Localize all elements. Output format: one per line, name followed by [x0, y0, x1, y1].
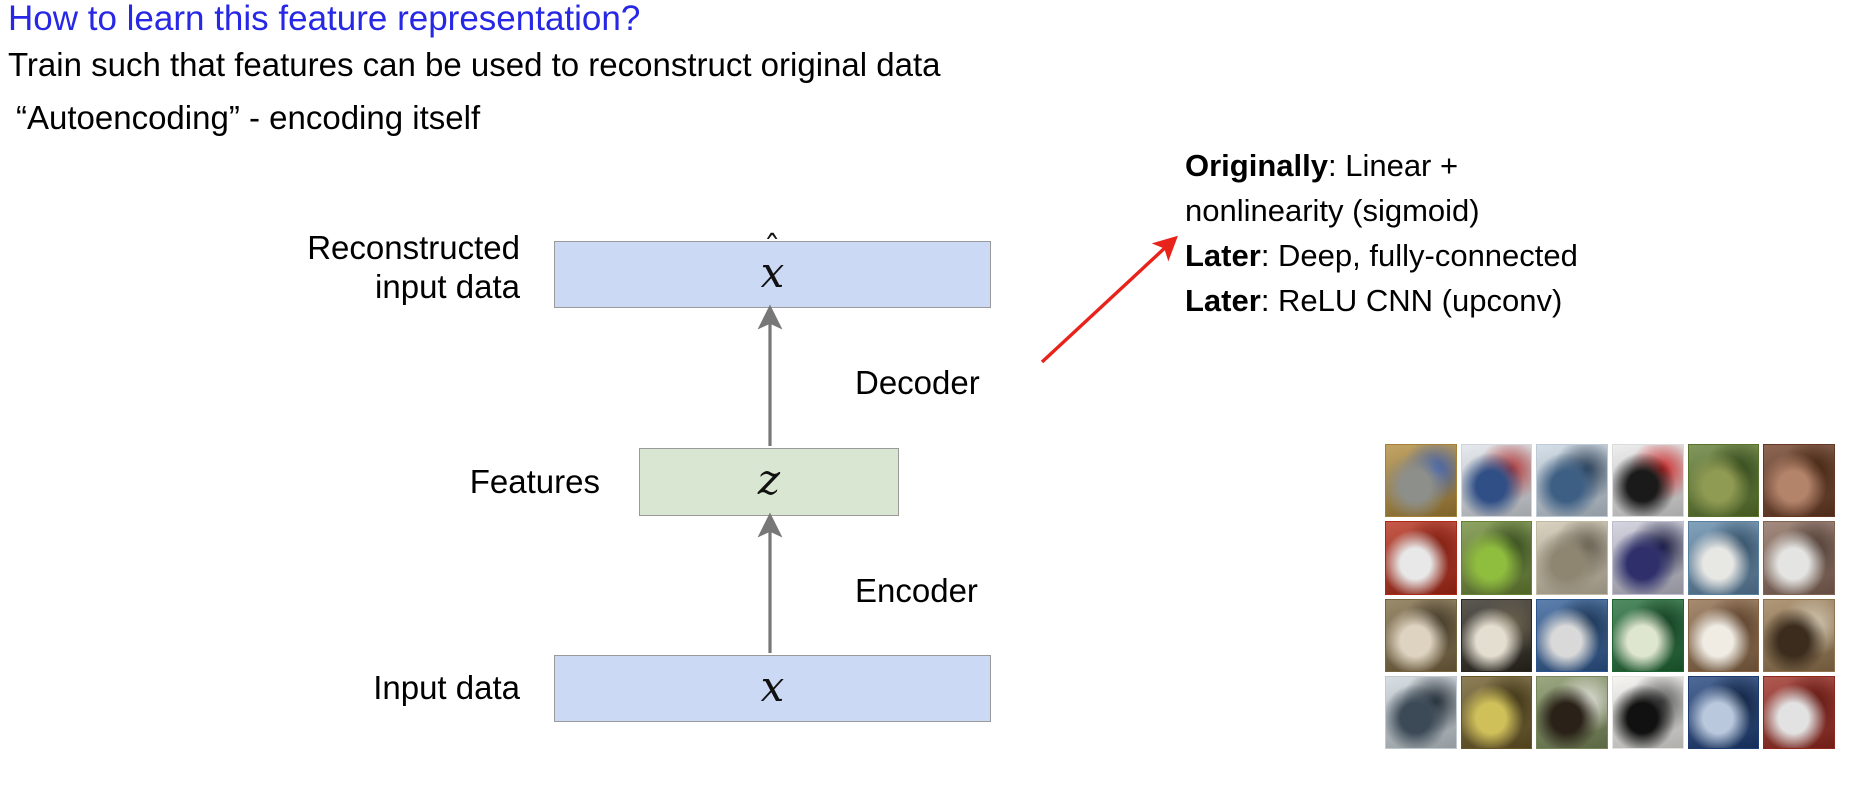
gallery-thumb-ship: [1385, 675, 1457, 749]
gallery-thumb-art: [1537, 522, 1607, 594]
gallery-thumb-art: [1537, 599, 1607, 671]
gallery-thumb-automobile: [1385, 521, 1457, 595]
label-decoder: Decoder: [855, 364, 980, 401]
gallery-thumb-art: [1612, 676, 1683, 748]
hat-accent-glyph: ˆ: [763, 228, 781, 269]
gallery-thumb-art: [1537, 445, 1607, 517]
note-line-1: Originally: Linear +: [1185, 143, 1805, 188]
gallery-thumb-cat: [1385, 444, 1457, 518]
gallery-thumb-frog: [1687, 444, 1760, 518]
symbol-x: x: [760, 661, 785, 711]
label-input-data: Input data: [373, 669, 520, 706]
slide-subtitle-line-2: “Autoencoding” - encoding itself: [16, 99, 481, 136]
gallery-thumb-dog: [1687, 598, 1760, 672]
gallery-thumb-art: [1386, 522, 1456, 594]
gallery-thumb-art: [1688, 445, 1759, 517]
label-reconstructed-line-1: Reconstructed: [307, 229, 520, 266]
gallery-thumb-art: [1386, 599, 1456, 671]
note-line-3: Later: Deep, fully-connected: [1185, 233, 1805, 278]
gallery-thumb-dog: [1385, 598, 1457, 672]
gallery-thumb-cat: [1536, 521, 1608, 595]
gallery-thumb-horse: [1460, 598, 1533, 672]
symbol-x-hat-base: x: [760, 247, 785, 297]
slide-subtitle-line-1: Train such that features can be used to …: [8, 46, 941, 83]
label-encoder: Encoder: [855, 572, 978, 609]
note-line-4-rest: : ReLU CNN (upconv): [1260, 283, 1563, 318]
gallery-thumb-art: [1461, 599, 1532, 671]
gallery-thumb-art: [1537, 676, 1607, 748]
gallery-thumb-horse: [1763, 598, 1835, 672]
cifar10-sample-grid: [1385, 444, 1835, 749]
symbol-z: z: [757, 455, 781, 504]
gallery-thumb-art: [1688, 599, 1759, 671]
arrow-annotation-red: [1040, 235, 1178, 364]
gallery-thumb-art: [1461, 676, 1532, 748]
gallery-thumb-airplane: [1611, 675, 1684, 749]
note-line-4-bold: Later: [1185, 283, 1261, 318]
gallery-thumb-art: [1688, 522, 1759, 594]
label-reconstructed-input-data: Reconstructed input data: [120, 228, 520, 306]
gallery-thumb-frog: [1460, 521, 1533, 595]
gallery-thumb-art: [1764, 522, 1834, 594]
slide-question-heading: How to learn this feature representation…: [8, 0, 641, 38]
box-input-x: x: [554, 655, 991, 722]
symbol-x-hat: ˆ x: [761, 232, 785, 294]
note-line-3-bold: Later: [1185, 238, 1261, 273]
note-line-1-rest: : Linear +: [1327, 148, 1459, 183]
gallery-thumb-art: [1764, 445, 1834, 517]
gallery-thumb-art: [1612, 599, 1683, 671]
label-reconstructed-line-2: input data: [375, 268, 520, 305]
gallery-thumb-art: [1461, 522, 1532, 594]
note-line-4: Later: ReLU CNN (upconv): [1185, 278, 1805, 323]
label-features: Features: [469, 463, 600, 500]
gallery-thumb-art: [1612, 522, 1683, 594]
note-line-3-rest: : Deep, fully-connected: [1260, 238, 1578, 273]
box-features-z: z: [639, 448, 899, 516]
gallery-thumb-ship: [1536, 444, 1608, 518]
gallery-thumb-ship: [1460, 444, 1533, 518]
gallery-thumb-automobile: [1611, 521, 1684, 595]
gallery-thumb-art: [1386, 676, 1456, 748]
gallery-thumb-bird: [1611, 598, 1684, 672]
annotation-note-block: Originally: Linear + nonlinearity (sigmo…: [1185, 143, 1805, 323]
gallery-thumb-airplane: [1611, 444, 1684, 518]
gallery-thumb-truck: [1536, 598, 1608, 672]
gallery-thumb-truck: [1763, 521, 1835, 595]
gallery-thumb-horse: [1536, 675, 1608, 749]
note-line-2: nonlinearity (sigmoid): [1185, 193, 1480, 228]
gallery-thumb-art: [1764, 599, 1834, 671]
gallery-thumb-art: [1461, 445, 1532, 517]
box-reconstructed-xhat: ˆ x: [554, 232, 991, 308]
gallery-thumb-frog: [1460, 675, 1533, 749]
gallery-thumb-bird: [1687, 675, 1760, 749]
gallery-thumb-truck: [1763, 675, 1835, 749]
gallery-thumb-art: [1612, 445, 1683, 517]
gallery-thumb-bird: [1687, 521, 1760, 595]
gallery-thumb-art: [1688, 676, 1759, 748]
note-line-1-bold: Originally: [1185, 148, 1328, 183]
gallery-thumb-art: [1764, 676, 1834, 748]
gallery-thumb-art: [1386, 445, 1456, 517]
gallery-thumb-frog: [1763, 444, 1835, 518]
